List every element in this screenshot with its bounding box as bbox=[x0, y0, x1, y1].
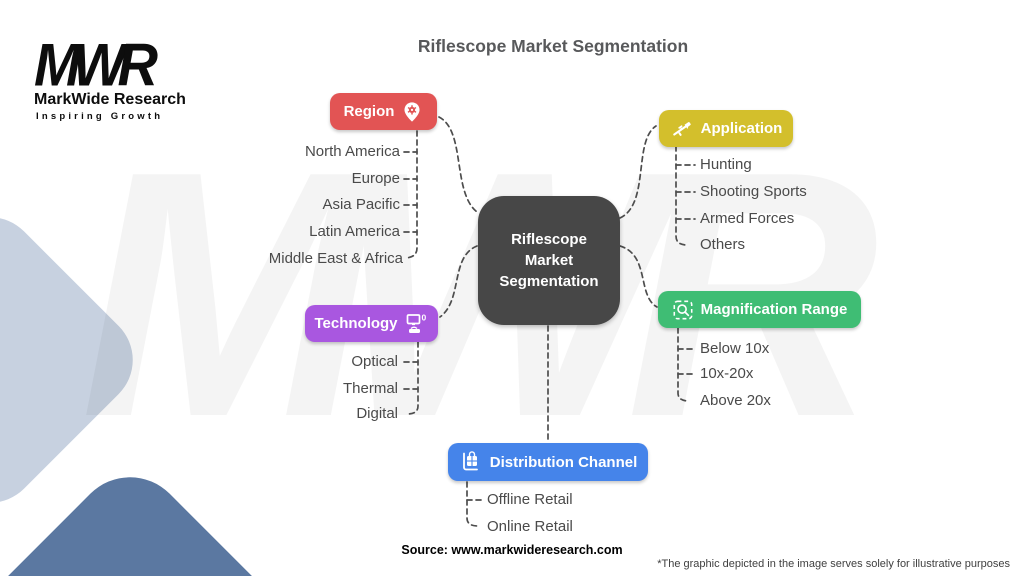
application-item: Armed Forces bbox=[700, 210, 795, 227]
markwide-logo: MWR MarkWide Research Inspiring Growth bbox=[34, 30, 194, 123]
logo-tagline: Inspiring Growth bbox=[36, 111, 164, 123]
rifle-icon bbox=[670, 117, 694, 141]
technology-item: Digital bbox=[356, 405, 398, 422]
region-item: North America bbox=[304, 143, 400, 160]
logo-name: MarkWide Research bbox=[34, 91, 186, 109]
technology-item: Thermal bbox=[342, 380, 398, 397]
magnification-item: 10x-20x bbox=[700, 365, 754, 382]
application-item: Shooting Sports bbox=[700, 183, 807, 200]
magnification-item: Above 20x bbox=[700, 392, 771, 409]
region-item: Europe bbox=[351, 170, 400, 187]
application-item: Others bbox=[700, 236, 746, 253]
distribution-channel-node-label: Distribution Channel bbox=[489, 453, 638, 471]
region-item: Latin America bbox=[309, 223, 400, 240]
region-node: Region bbox=[330, 93, 437, 130]
technology-node-label: Technology bbox=[314, 315, 398, 332]
region-node-label: Region bbox=[343, 103, 395, 120]
technology-node: Technology 0 bbox=[305, 305, 438, 342]
svg-text:0: 0 bbox=[421, 312, 426, 322]
distribution-item: Online Retail bbox=[487, 518, 573, 535]
devices-iot-icon: 0 bbox=[405, 312, 429, 336]
mwr-monogram: MWR bbox=[34, 30, 158, 99]
magnification-range-node: Magnification Range bbox=[658, 291, 861, 328]
region-item: Asia Pacific bbox=[322, 196, 400, 213]
magnification-item: Below 10x bbox=[700, 340, 770, 357]
central-node: Riflescope Market Segmentation bbox=[478, 196, 620, 325]
application-node: Application bbox=[659, 110, 793, 147]
delivery-box-icon bbox=[459, 450, 483, 474]
zoom-frame-icon bbox=[672, 299, 694, 321]
region-item: Middle East & Africa bbox=[268, 250, 403, 267]
magnification-range-node-label: Magnification Range bbox=[700, 301, 848, 318]
footnote-text: *The graphic depicted in the image serve… bbox=[657, 558, 1010, 570]
technology-item: Optical bbox=[351, 353, 398, 370]
location-pin-gear-icon bbox=[401, 101, 423, 123]
page-title: Riflescope Market Segmentation bbox=[417, 36, 689, 56]
distribution-item: Offline Retail bbox=[487, 491, 573, 508]
application-item: Hunting bbox=[700, 156, 752, 173]
distribution-channel-node: Distribution Channel bbox=[448, 443, 648, 481]
source-text: Source: www.markwideresearch.com bbox=[401, 543, 623, 557]
application-node-label: Application bbox=[700, 120, 783, 137]
